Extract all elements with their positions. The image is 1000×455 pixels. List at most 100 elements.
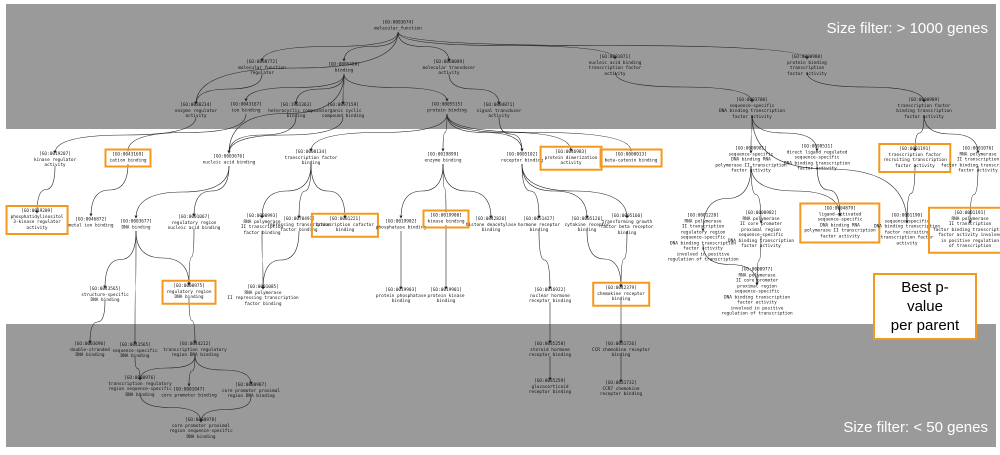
go-term-id: [GO:0046983] <box>555 149 587 155</box>
graph-edge-cytrb-chemrec <box>586 230 623 288</box>
go-term-node-hetb: [GO:1901363]heterocyclic compound bindin… <box>268 103 324 120</box>
go-term-id: [GO:0005488] <box>328 62 360 68</box>
go-term-id: [GO:0000975] <box>173 283 205 289</box>
go-term-id: [GO:0005126] <box>571 216 603 222</box>
graph-edge-mfr-enzreg <box>194 73 263 105</box>
graph-edge-trrdna-coreprox <box>194 355 253 385</box>
go-term-label: nucleic acid binding transcription facto… <box>588 60 642 77</box>
go-term-node-dnab: [GO:0003677]DNA binding <box>120 220 152 231</box>
go-term-id: [GO:0003690] <box>74 341 106 347</box>
go-term-label: RNA polymerase II core promoter proximal… <box>721 272 793 317</box>
go-term-id: [GO:0003676] <box>213 154 245 160</box>
go-term-label: cation binding <box>109 158 147 163</box>
go-term-node-regdna: [GO:0000975]regulatory region DNA bindin… <box>161 279 217 305</box>
go-term-id: [GO:0004879] <box>824 206 856 212</box>
go-term-id: [GO:0031732] <box>605 380 637 386</box>
go-term-label: nuclear hormone receptor binding <box>528 293 572 304</box>
go-term-node-nab: [GO:0003676]nucleic acid binding <box>203 155 256 166</box>
go-term-label: sequence-specific DNA binding RNA polyme… <box>715 151 787 174</box>
go-term-node-tcrb: [GO:0005160]transforming growth factor b… <box>601 214 654 236</box>
go-term-label: regulatory region DNA binding <box>166 289 212 300</box>
go-term-id: [GO:0001190] <box>891 213 923 219</box>
go-term-node-dsdna: [GO:0003690]double-stranded DNA binding <box>70 342 110 359</box>
go-term-node-seqrec: [GO:0001190]sequence-specific DNA bindin… <box>874 214 940 247</box>
go-term-id: [GO:0070491] <box>283 216 315 222</box>
go-term-node-ligseq: [GO:0004879]ligand-activated sequence-sp… <box>799 202 881 244</box>
go-term-id: [GO:0000989] <box>908 98 940 103</box>
go-term-id: [GO:0035259] <box>534 378 566 384</box>
graph-edge-mf-nabtfa <box>397 31 617 60</box>
go-term-id: [GO:0001071] <box>599 55 631 60</box>
go-term-label: double-stranded DNA binding <box>70 347 110 358</box>
go-term-id: [GO:0003700] <box>736 98 768 103</box>
go-term-label: RNA polymerase II core promoter proximal… <box>727 216 795 249</box>
go-term-id: [GO:0003677] <box>120 219 152 225</box>
go-term-node-rnap2ss: [GO:0000981]sequence-specific DNA bindin… <box>715 146 786 174</box>
go-term-node-rnap2pos: [GO:0001191]RNA polymerase II transcript… <box>927 206 1000 254</box>
go-term-label: RNA polymerase II transcription factor b… <box>240 219 284 236</box>
go-term-id: [GO:0008134] <box>295 149 327 155</box>
go-term-label: CCR7 chemokine receptor binding <box>599 386 643 397</box>
go-term-id: [GO:0005515] <box>431 102 463 108</box>
graph-edge-regnab-regdna <box>187 228 195 286</box>
size-filter-bottom-label: Size filter: < 50 genes <box>843 419 988 436</box>
graph-edge-protb-pdim <box>446 113 573 152</box>
legend-line-2: per parent <box>890 317 960 334</box>
graph-edge-dnab-regdna <box>135 230 191 286</box>
go-term-id: [GO:0043167] <box>230 102 262 108</box>
legend-line-1: Best p-value <box>901 279 949 315</box>
go-term-label: phosphatase binding <box>375 225 427 230</box>
graph-edge-reptfb-rnap2ii <box>261 230 300 290</box>
go-term-id: [GO:0001076] <box>962 146 994 152</box>
go-term-node-hdacb: [GO:0042826]histone deacetylase binding <box>466 217 516 234</box>
graph-edge-tfb-reptfb <box>297 163 312 219</box>
go-term-node-orgb: [GO:0097159]organic cyclic compound bind… <box>322 103 364 120</box>
go-term-label: RNA polymerase II repressing transcripti… <box>227 290 299 307</box>
go-term-id: [GO:0042826] <box>475 216 507 222</box>
go-term-node-trsdna: [GO:0000976]transcription regulatory reg… <box>108 376 171 398</box>
go-term-node-trcb: [GO:0001221]transcription cofactor bindi… <box>310 212 380 238</box>
legend-best-pvalue: Best p-value per parent <box>873 273 977 340</box>
go-term-id: [GO:0046872] <box>75 217 107 223</box>
graph-edge-trrdna-corepb <box>187 355 196 387</box>
go-term-id: [GO:0005102] <box>506 152 538 158</box>
go-term-node-trcoact: [GO:0001191]transcription factor recruit… <box>878 143 952 173</box>
graph-edge-bind-ionb <box>244 73 345 102</box>
go-term-node-kinreg: [GO:0019207]kinase regulator activity <box>34 152 76 169</box>
go-term-id: [GO:0051427] <box>523 216 555 222</box>
go-term-label: enzyme binding <box>424 158 462 163</box>
graph-edge-sstfa-ligact <box>751 114 819 152</box>
go-term-node-protb: [GO:0005515]protein binding <box>427 103 467 114</box>
go-term-node-rnap2coreprox: [GO:0000982]RNA polymerase II core promo… <box>728 211 794 250</box>
go-term-id: [GO:0098772] <box>246 59 278 65</box>
go-term-label: molecular function regulator <box>238 65 286 76</box>
graph-edge-bind-orgb <box>341 73 345 105</box>
go-term-id: [GO:0019902] <box>385 219 417 225</box>
graph-edge-dnab-sssdna <box>103 230 137 289</box>
go-term-id: [GO:0043169] <box>112 152 144 158</box>
go-term-id: [GO:0097159] <box>327 102 359 108</box>
graph-edge-sta-recb <box>498 116 524 152</box>
go-term-id: [GO:0001191] <box>899 147 931 152</box>
go-term-id: [GO:0001221] <box>329 216 361 222</box>
graph-edge-bind-protb <box>343 73 449 102</box>
graph-edge-mf-pbtfa <box>397 31 809 60</box>
go-term-label: core promoter binding <box>161 393 217 398</box>
go-term-id: [GO:0005160] <box>611 214 643 219</box>
go-term-node-rnap2b: [GO:0000993]RNA polymerase II transcript… <box>241 214 283 236</box>
go-term-label: core promoter proximal region DNA bindin… <box>221 388 281 399</box>
graph-edge-orgb-nab <box>227 116 344 154</box>
go-term-node-betacat: [GO:0008013]beta-catenin binding <box>599 148 663 168</box>
go-term-node-protkin: [GO:0019901]protein kinase binding <box>427 288 464 305</box>
go-term-node-ccr: [GO:0031726]CCR chemokine receptor bindi… <box>592 342 650 359</box>
graph-edge-bind-hetb <box>294 73 345 105</box>
go-term-node-pbtfa: [GO:0000988]protein binding transcriptio… <box>787 55 827 77</box>
go-term-label: binding <box>334 68 354 73</box>
graph-edge-trrdna-trsdna <box>138 355 196 381</box>
go-term-id: [GO:0031726] <box>605 341 637 347</box>
graph-edge-mf-mfr <box>260 31 399 62</box>
go-term-id: [GO:0060089] <box>433 59 465 65</box>
graph-edge-tfb-rnap2b <box>260 163 312 219</box>
go-term-id: [GO:0001085] <box>247 285 279 290</box>
go-term-label: molecular transducer activity <box>422 65 476 76</box>
